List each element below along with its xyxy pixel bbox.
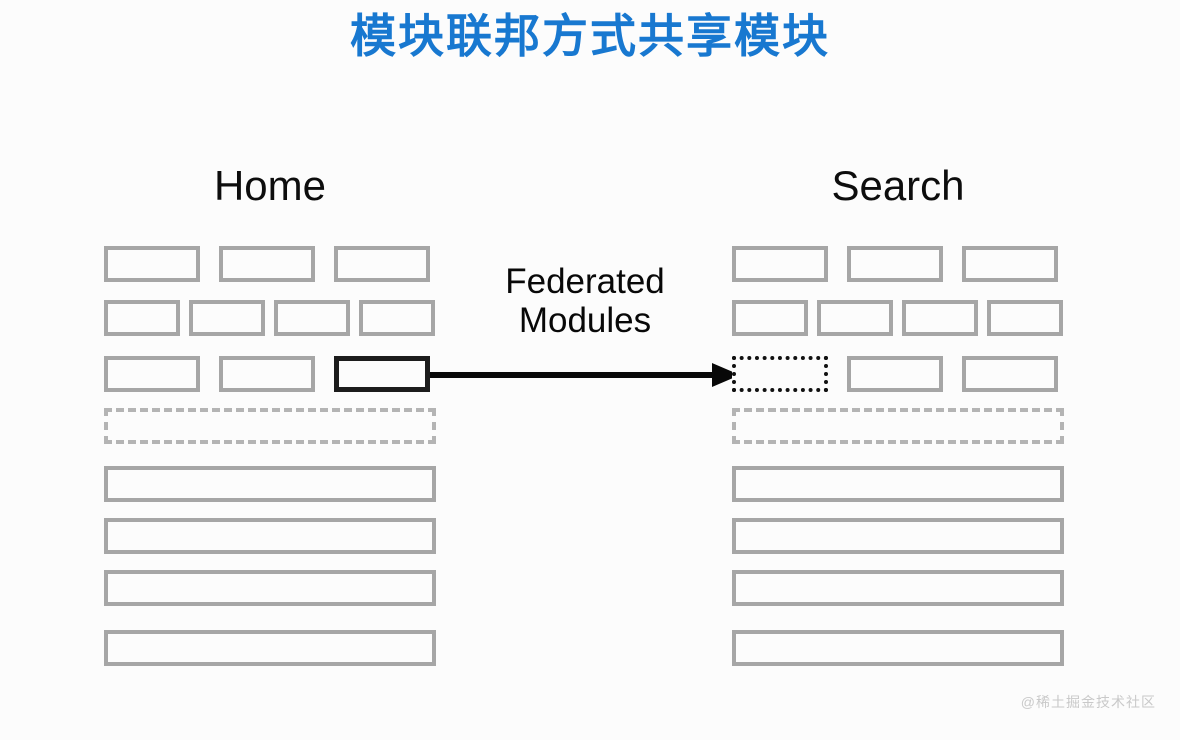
module-box[interactable]	[274, 300, 350, 336]
module-box[interactable]	[104, 300, 180, 336]
module-box[interactable]	[732, 300, 808, 336]
module-box[interactable]	[334, 246, 430, 282]
shared-module-target-box[interactable]	[732, 356, 828, 392]
module-box[interactable]	[847, 356, 943, 392]
content-bar	[732, 466, 1064, 502]
module-box[interactable]	[962, 356, 1058, 392]
app-heading-home: Home	[213, 162, 327, 209]
app-heading-search: Search	[831, 162, 965, 209]
module-box[interactable]	[104, 246, 200, 282]
content-bar	[104, 466, 436, 502]
content-bar	[104, 570, 436, 606]
placeholder-bar-dashed	[104, 408, 436, 444]
module-box[interactable]	[104, 356, 200, 392]
module-box[interactable]	[902, 300, 978, 336]
module-row	[732, 246, 1064, 282]
module-box[interactable]	[189, 300, 265, 336]
module-box[interactable]	[962, 246, 1058, 282]
right-arrow-icon	[430, 363, 740, 387]
content-bar	[104, 630, 436, 666]
module-box[interactable]	[847, 246, 943, 282]
content-bar	[732, 518, 1064, 554]
content-bar	[104, 518, 436, 554]
module-row	[732, 300, 1064, 336]
placeholder-bar-dashed	[732, 408, 1064, 444]
module-box[interactable]	[817, 300, 893, 336]
module-box[interactable]	[219, 356, 315, 392]
module-row	[732, 356, 1064, 392]
page-title: 模块联邦方式共享模块	[350, 10, 830, 62]
module-row	[104, 300, 436, 336]
content-bar	[732, 570, 1064, 606]
module-box[interactable]	[219, 246, 315, 282]
content-bar	[732, 630, 1064, 666]
federated-modules-connector: Federated Modules	[430, 262, 740, 392]
federated-modules-label: Federated Modules	[505, 262, 665, 341]
module-box[interactable]	[987, 300, 1063, 336]
module-box[interactable]	[732, 246, 828, 282]
module-row	[104, 246, 436, 282]
shared-module-source-box[interactable]	[334, 356, 430, 392]
module-row	[104, 356, 436, 392]
watermark: @稀土掘金技术社区	[1020, 694, 1156, 710]
module-box[interactable]	[359, 300, 435, 336]
